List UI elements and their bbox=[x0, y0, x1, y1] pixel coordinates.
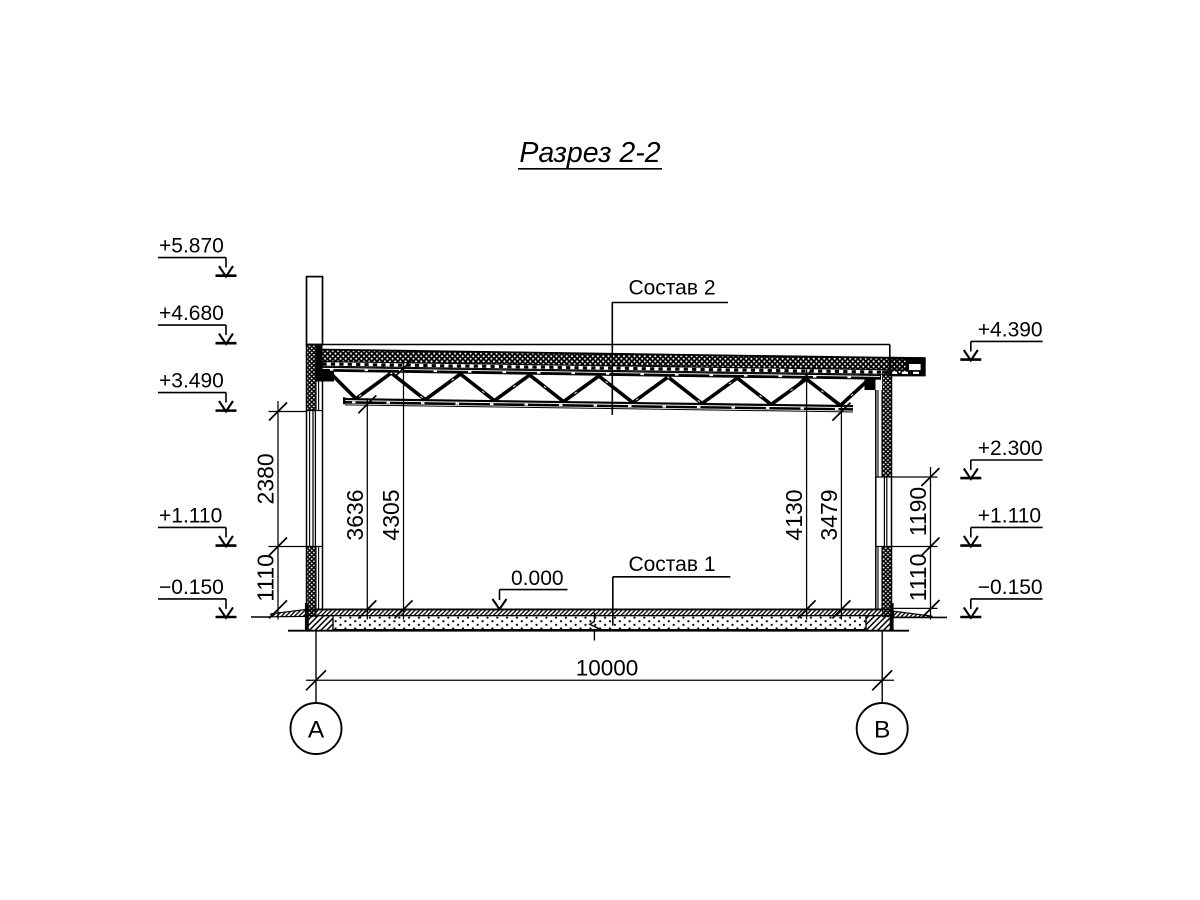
svg-text:+5.870: +5.870 bbox=[159, 235, 224, 258]
svg-text:+1.110: +1.110 bbox=[159, 504, 222, 527]
svg-text:4130: 4130 bbox=[781, 489, 807, 540]
svg-text:1110: 1110 bbox=[253, 554, 279, 602]
svg-text:+1.110: +1.110 bbox=[978, 504, 1041, 527]
svg-text:Состав 2: Состав 2 bbox=[628, 277, 715, 300]
svg-text:Разрез 2-2: Разрез 2-2 bbox=[519, 137, 660, 169]
svg-text:+2.300: +2.300 bbox=[978, 437, 1043, 460]
svg-text:3636: 3636 bbox=[342, 489, 368, 540]
svg-text:Состав 1: Состав 1 bbox=[628, 553, 715, 576]
svg-text:В: В bbox=[874, 716, 890, 743]
svg-text:А: А bbox=[308, 716, 325, 743]
svg-text:3479: 3479 bbox=[816, 489, 842, 540]
svg-text:+3.490: +3.490 bbox=[159, 370, 224, 393]
svg-text:+4.680: +4.680 bbox=[159, 302, 224, 325]
svg-text:0.000: 0.000 bbox=[511, 567, 564, 590]
svg-text:−0.150: −0.150 bbox=[159, 576, 224, 599]
svg-text:1110: 1110 bbox=[905, 554, 931, 602]
svg-text:4305: 4305 bbox=[378, 489, 404, 540]
svg-text:1190: 1190 bbox=[905, 487, 931, 536]
svg-text:+4.390: +4.390 bbox=[978, 318, 1043, 341]
svg-text:2380: 2380 bbox=[253, 453, 279, 504]
svg-text:10000: 10000 bbox=[576, 656, 639, 681]
svg-text:−0.150: −0.150 bbox=[978, 576, 1043, 599]
